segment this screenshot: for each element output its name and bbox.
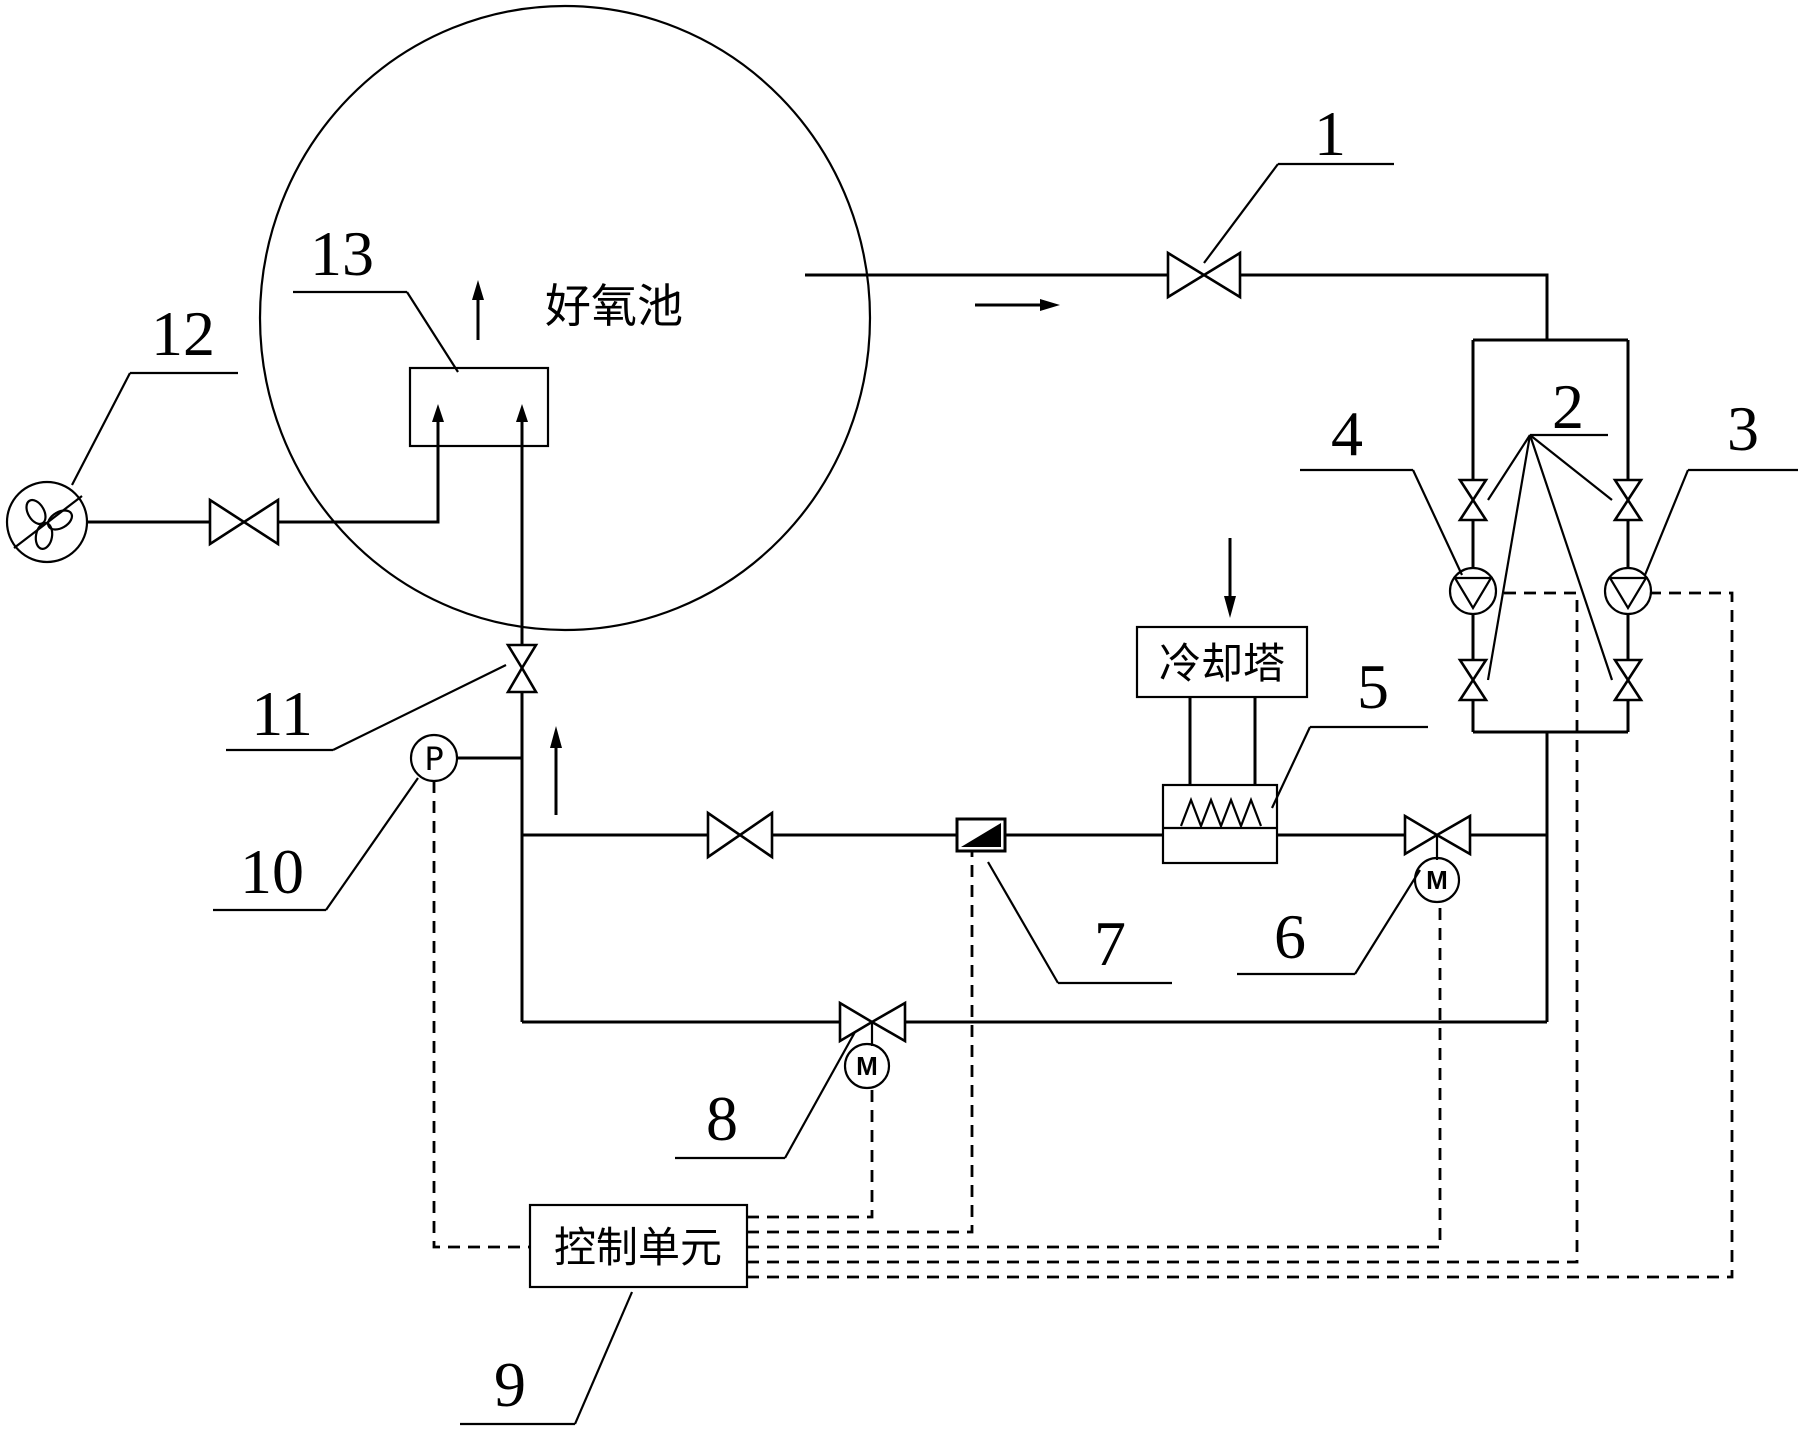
cooling-tower-label: 冷却塔 bbox=[1159, 639, 1285, 688]
motorized-valve-6[interactable]: M bbox=[1403, 813, 1472, 904]
callout-9: 9 bbox=[494, 1349, 526, 1420]
air-valve[interactable] bbox=[208, 497, 280, 547]
callout-13: 13 bbox=[310, 218, 374, 289]
pump-3-inlet-valve[interactable] bbox=[1612, 478, 1644, 522]
callout-numbers: 1 2 3 4 5 6 7 8 9 10 11 12 13 bbox=[151, 98, 1759, 1420]
pump-4-inlet-valve[interactable] bbox=[1457, 478, 1489, 522]
callout-1: 1 bbox=[1314, 98, 1346, 169]
pump-4-outlet-valve[interactable] bbox=[1457, 658, 1489, 702]
leader-lines bbox=[71, 162, 1798, 1426]
callout-3: 3 bbox=[1727, 393, 1759, 464]
heat-exchanger-5 bbox=[1161, 783, 1279, 865]
valve-11[interactable] bbox=[505, 643, 539, 694]
motor-6-symbol: M bbox=[1426, 865, 1448, 895]
cooling-tower: 冷却塔 bbox=[1135, 538, 1309, 785]
callout-12: 12 bbox=[151, 298, 215, 369]
callout-10: 10 bbox=[240, 836, 304, 907]
control-unit-9: 控制单元 bbox=[528, 1203, 749, 1289]
pump-3[interactable] bbox=[1603, 566, 1653, 616]
callout-5: 5 bbox=[1357, 651, 1389, 722]
blower-12 bbox=[5, 480, 89, 564]
pressure-gauge-symbol: P bbox=[424, 740, 443, 778]
callout-6: 6 bbox=[1274, 901, 1306, 972]
pressure-gauge-10: P bbox=[409, 733, 459, 783]
signal-lines bbox=[432, 591, 1734, 1279]
callout-8: 8 bbox=[706, 1083, 738, 1154]
motorized-valve-8[interactable]: M bbox=[838, 1000, 907, 1090]
callout-7: 7 bbox=[1094, 908, 1126, 979]
tank-label: 好氧池 bbox=[545, 279, 683, 333]
temperature-sensor-7 bbox=[955, 817, 1007, 853]
callout-11: 11 bbox=[251, 678, 313, 749]
control-unit-label: 控制单元 bbox=[554, 1223, 722, 1272]
callout-4: 4 bbox=[1331, 398, 1363, 469]
pump-3-outlet-valve[interactable] bbox=[1612, 658, 1644, 702]
callout-2: 2 bbox=[1552, 371, 1584, 442]
diffuser-13 bbox=[408, 366, 550, 448]
manual-valve[interactable] bbox=[706, 810, 774, 860]
aerobic-tank: 好氧池 bbox=[258, 4, 1168, 632]
pump-4[interactable] bbox=[1448, 566, 1498, 616]
motor-8-symbol: M bbox=[856, 1051, 878, 1081]
valve-1[interactable] bbox=[1166, 250, 1242, 300]
